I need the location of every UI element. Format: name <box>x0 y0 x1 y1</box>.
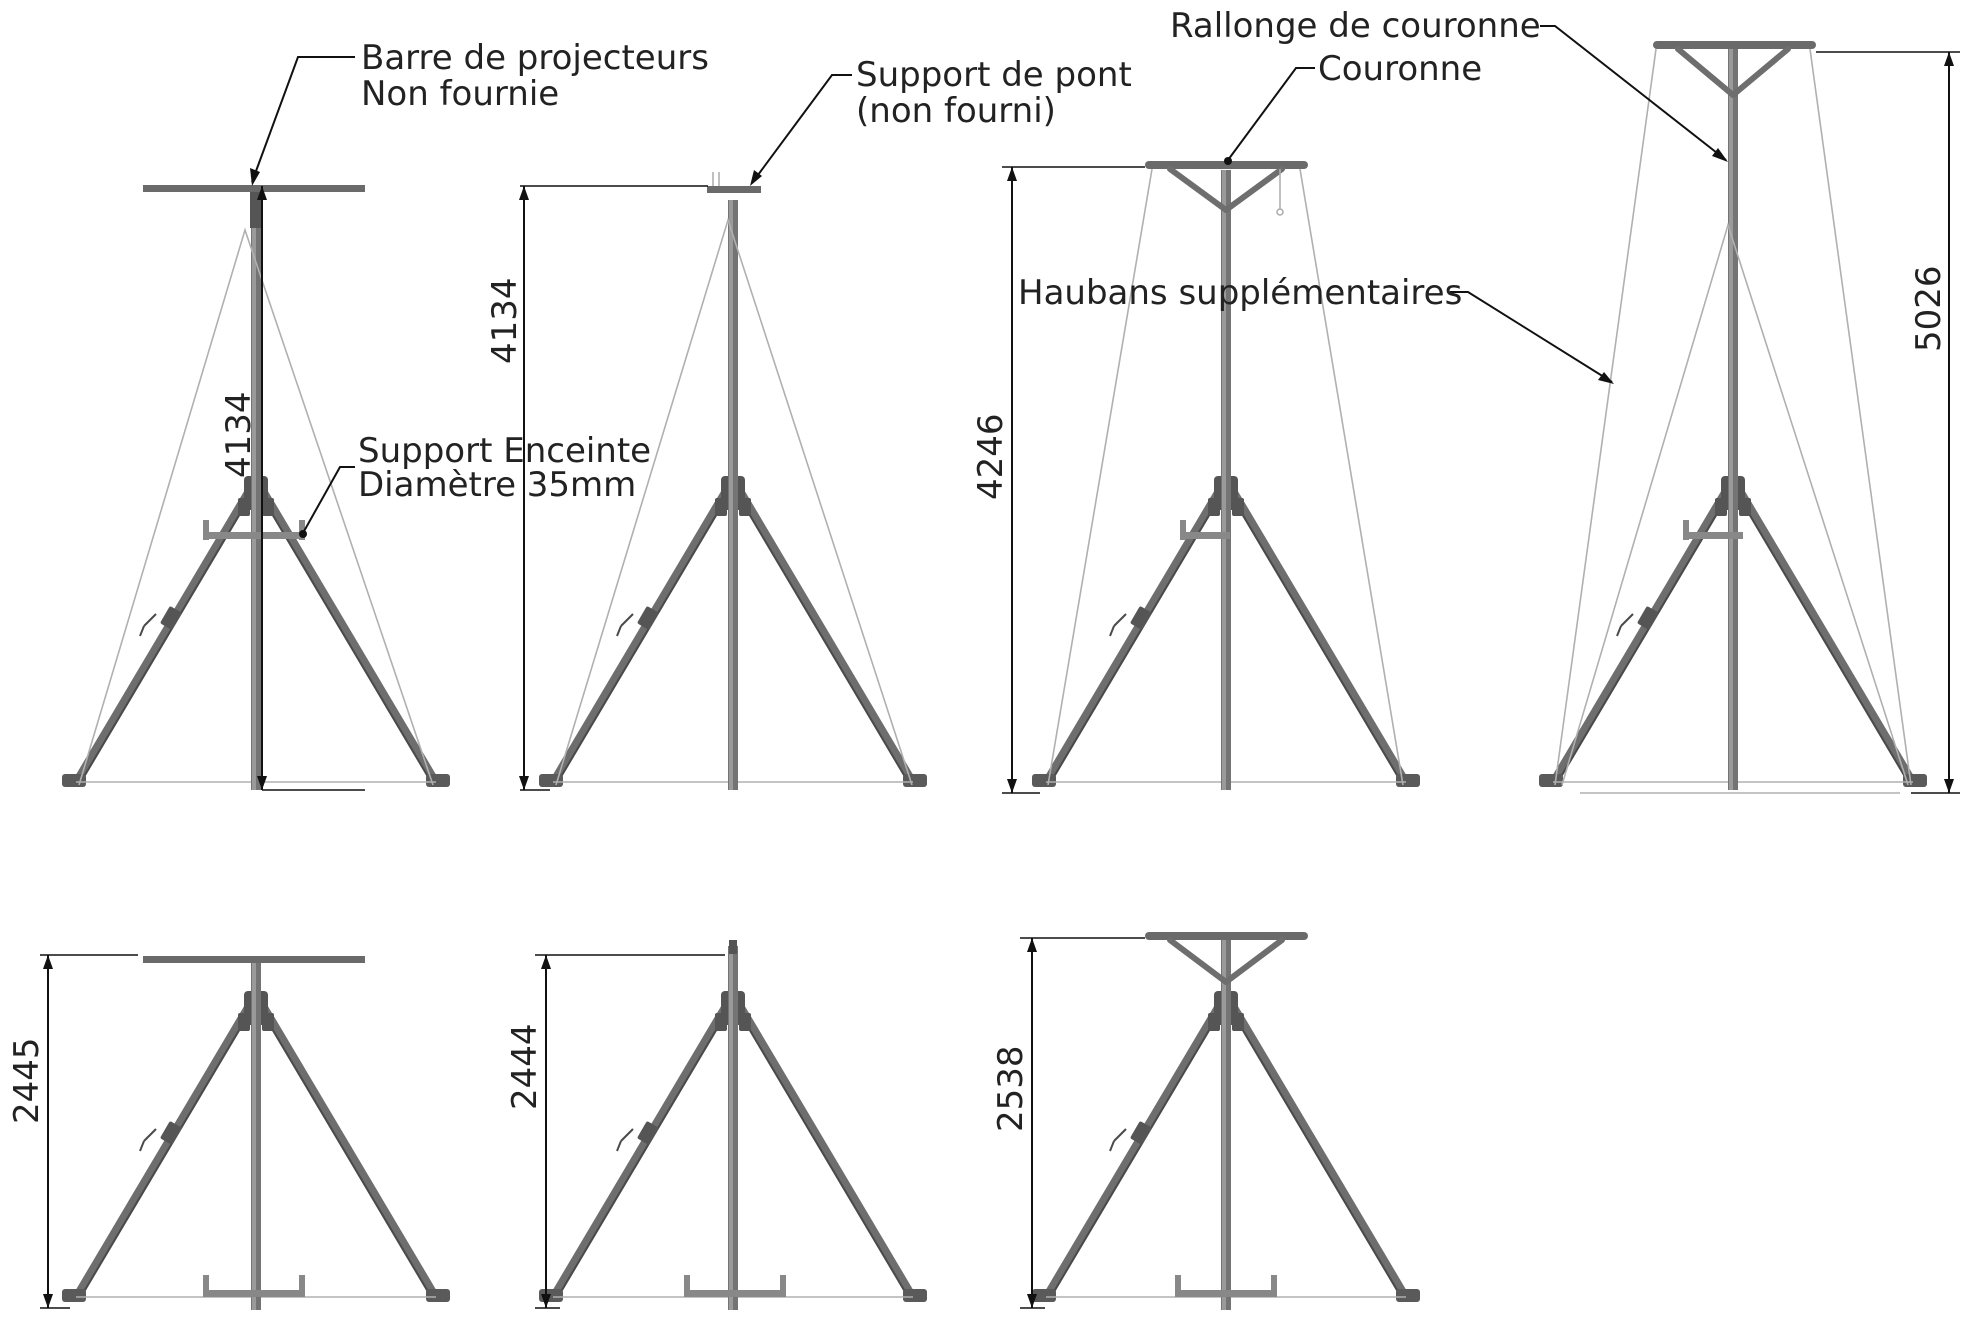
dimension-text-top-4: 5026 <box>1909 265 1949 352</box>
label-support-pont-2: (non fourni) <box>856 91 1056 131</box>
tripod-7-crown-folded <box>1032 932 1420 1310</box>
dimension-line-7 <box>1020 937 1145 1309</box>
label-support-pont-1: Support de pont <box>856 55 1132 95</box>
dimension-text-bottom-2: 2444 <box>505 1023 545 1110</box>
tripod-4-crown-extension <box>1539 41 1927 794</box>
callout-couronne <box>1224 67 1315 165</box>
dimension-text-bottom-3: 2538 <box>991 1045 1031 1132</box>
tripod-1-light-bar <box>62 185 450 790</box>
dimension-text-top-1: 4134 <box>219 391 259 478</box>
dimension-line-2 <box>519 185 708 791</box>
tripod-5-light-bar-folded <box>62 956 450 1310</box>
label-rallonge-couronne: Rallonge de couronne <box>1170 6 1541 46</box>
label-haubans: Haubans supplémentaires <box>1018 273 1462 313</box>
callout-rallonge-couronne <box>1540 25 1728 162</box>
dimension-text-top-3: 4246 <box>971 413 1011 500</box>
dimension-line-3 <box>1002 166 1145 794</box>
label-couronne: Couronne <box>1318 49 1482 89</box>
callout-haubans <box>1450 291 1614 384</box>
dimension-line-5 <box>40 954 138 1309</box>
dimension-line-4 <box>1816 51 1960 794</box>
dimension-line-6 <box>535 954 725 1309</box>
label-barre-projecteurs-1: Barre de projecteurs <box>361 38 709 78</box>
callout-support-pont <box>750 74 852 186</box>
dimension-text-top-2: 4134 <box>485 277 525 364</box>
dimension-line-1 <box>257 186 365 791</box>
callout-barre-projecteurs <box>250 56 355 186</box>
tripod-2-truss-support <box>539 172 927 790</box>
label-support-enceinte-1: Support Enceinte <box>358 431 651 471</box>
callout-support-enceinte <box>299 466 355 538</box>
tripod-6-truss-folded <box>539 940 927 1310</box>
dimension-text-bottom-1: 2445 <box>7 1037 47 1124</box>
tripod-3-crown <box>1032 161 1420 790</box>
label-support-enceinte-2: Diamètre 35mm <box>358 465 636 505</box>
label-barre-projecteurs-2: Non fournie <box>361 74 559 114</box>
